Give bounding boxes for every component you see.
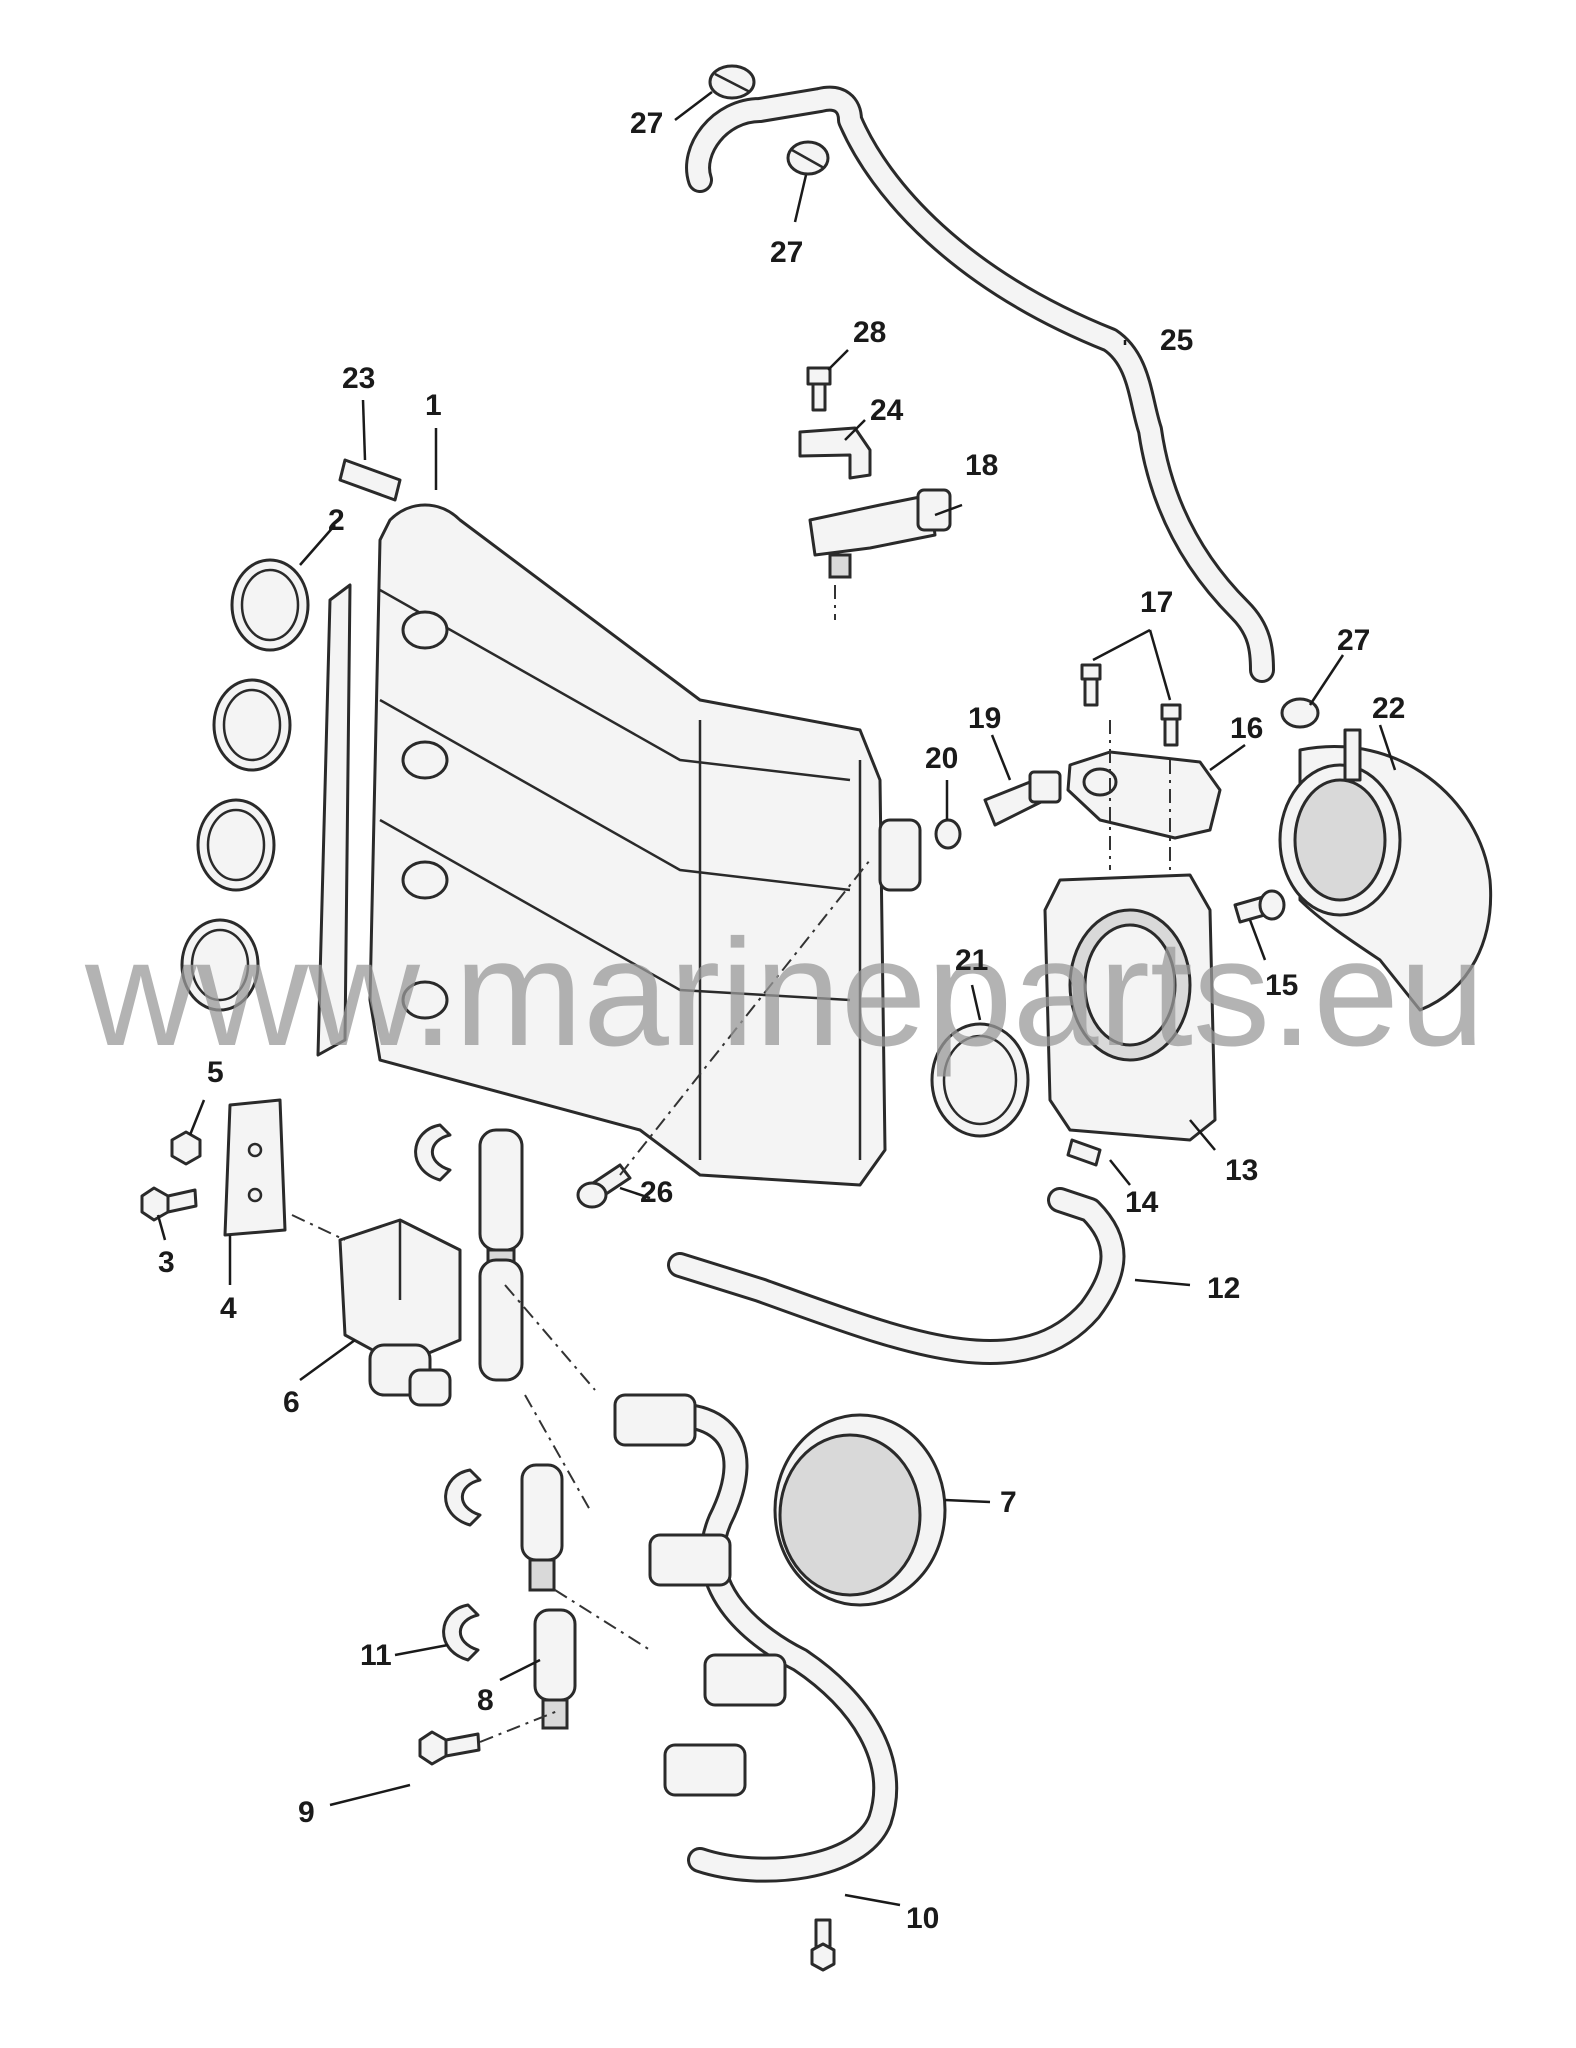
- bolt-15: [1233, 889, 1286, 924]
- watermark-text: www.marineparts.eu: [84, 908, 1485, 1078]
- screw-28: [806, 366, 832, 412]
- callout-1: 1: [425, 389, 442, 422]
- callout-15: 15: [1265, 969, 1298, 1002]
- fuel-injector-8c: [520, 1463, 564, 1592]
- fuel-hose-12: [667, 1187, 1126, 1365]
- callout-18: 18: [965, 449, 998, 482]
- hose-clamp-27b: [786, 140, 830, 176]
- hose-clamp-27c: [1280, 697, 1320, 729]
- gasket-plate: [316, 583, 352, 1057]
- callout-14: 14: [1125, 1186, 1159, 1219]
- callout-27c: 27: [1337, 624, 1370, 657]
- callout-4: 4: [220, 1292, 237, 1325]
- callout-24: 24: [870, 394, 904, 427]
- seal-ring-2: [180, 558, 310, 1012]
- washer-20: [934, 818, 962, 850]
- throttle-position-sensor-16: [1066, 750, 1222, 840]
- air-intake-elbow-22: [1278, 728, 1493, 1012]
- callout-8: 8: [477, 1684, 494, 1717]
- map-sensor-18: [808, 488, 952, 579]
- assembly-guide-lines: [291, 585, 1171, 1743]
- temperature-sensor-19: [983, 770, 1062, 827]
- callout-6: 6: [283, 1386, 300, 1419]
- callout-10: 10: [906, 1902, 939, 1935]
- callout-7: 7: [1000, 1486, 1017, 1519]
- gasket-21: [930, 1022, 1030, 1138]
- bolt-3: [140, 1186, 198, 1222]
- callout-27b: 27: [770, 236, 803, 269]
- vent-hose-25: [685, 85, 1275, 683]
- stud-23: [338, 458, 402, 502]
- callout-27a: 27: [630, 107, 663, 140]
- callout-25: 25: [1160, 324, 1193, 357]
- callout-16: 16: [1230, 712, 1263, 745]
- callout-26: 26: [640, 1176, 673, 1209]
- pin-14: [1066, 1138, 1102, 1167]
- callout-13: 13: [1225, 1154, 1258, 1187]
- bolt-10: [810, 1918, 836, 1972]
- retaining-clip-11: [414, 1123, 482, 1662]
- intake-manifold-1: [368, 503, 922, 1187]
- callout-28: 28: [853, 316, 886, 349]
- callout-20: 20: [925, 742, 958, 775]
- bolt-9: [418, 1730, 481, 1766]
- callout-2: 2: [328, 504, 345, 537]
- nut-5: [170, 1130, 202, 1166]
- callout-11: 11: [360, 1639, 392, 1672]
- bracket-4: [223, 1098, 287, 1237]
- screws-17: [1080, 663, 1182, 747]
- callout-22: 22: [1372, 692, 1405, 725]
- injector-harness-7: [613, 1393, 947, 1883]
- bolt-26: [576, 1163, 632, 1209]
- hose-clamp-27a: [708, 64, 756, 100]
- callout-leader-lines: [156, 91, 1397, 1907]
- callout-3: 3: [158, 1246, 175, 1279]
- callout-21: 21: [955, 944, 988, 977]
- fuel-pressure-regulator-6: [338, 1218, 462, 1407]
- callout-17: 17: [1140, 586, 1173, 619]
- callout-numbers: 1 2 3 4 5 6 7 8 9 10 11 12 13 14 15 16 1…: [158, 107, 1405, 1935]
- fuel-injector-8d: [533, 1608, 577, 1730]
- fuel-injector-8b: [478, 1258, 524, 1382]
- callout-12: 12: [1207, 1272, 1240, 1305]
- callout-5: 5: [207, 1056, 224, 1089]
- bracket-24: [798, 426, 872, 480]
- callout-19: 19: [968, 702, 1001, 735]
- callout-23: 23: [342, 362, 375, 395]
- throttle-body-13: [1043, 873, 1217, 1142]
- callout-9: 9: [298, 1796, 315, 1829]
